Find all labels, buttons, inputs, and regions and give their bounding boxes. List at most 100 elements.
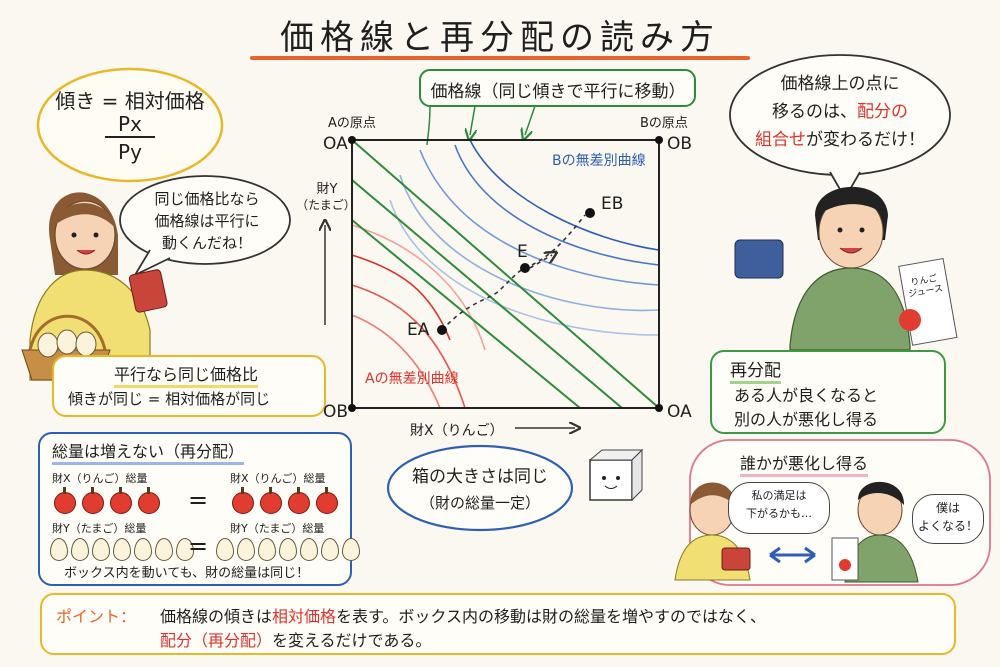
total-footer: ボックス内を動いても、財の総量は同じ！ [64,566,310,581]
a-curve-label: Aの無差別曲線 [365,371,459,387]
small-man-illustration [831,481,919,583]
point-eb [585,208,595,218]
egg-icon [300,538,318,561]
box-size-line2: （財の総量一定） [419,494,540,512]
equals-y: = [188,532,209,560]
price-lines [351,139,660,409]
egg-icon [113,538,131,561]
a-indifference-curves [352,224,486,408]
price-line-3 [351,219,581,409]
point-line1: 価格線の傾きは相対価格を表す。ボックス内の移動は財の総量を増やすのではなく、 [160,603,766,627]
boy-speech: 価格線上の点に 移るのは、配分の 組合せが変わるだけ！ [740,70,940,154]
egg-icon [71,538,89,561]
woman-speech: 私の満足は 下がるかも… [728,482,830,534]
b-curve-label: Bの無差別曲線 [552,153,646,169]
apple-icon [232,487,254,514]
eb-label: EB [601,194,624,214]
ea-label: EA [407,320,430,340]
redistribution-box: 再分配 ある人が良くなると 別の人が悪化し得る [710,350,946,434]
a-origin-label: Aの原点 [328,116,376,131]
man-speech-line2: よくなる！ [917,519,978,533]
box-size-cloud-shape [386,444,574,532]
x-total-label-left: 財X（りんご）総量 [52,472,148,485]
egg-icon [321,538,339,561]
girl-speech: 同じ価格比なら 価格線は平行に 動くんだね！ [132,188,282,254]
boy-speech-red2: 組合せ [755,130,806,150]
ob-top-label: OB [667,134,693,154]
point-line2: 配分（再分配）を変えるだけである。 [160,627,431,651]
point-label: ポイント： [56,607,137,626]
b-origin-label: Bの原点 [640,116,688,131]
e-label: E [517,242,528,262]
girl-speech-line2: 価格線は平行に [154,212,260,230]
title-underline [250,56,750,60]
girl-speech-line1: 同じ価格比なら [154,190,260,208]
girl-illustration [21,192,168,381]
price-line-1 [351,139,660,409]
boy-speech-line2: 移るのは、 [772,102,857,122]
egg-icon [134,538,152,561]
page-title: 価格線と再分配の読み方 [280,18,720,58]
egg-icon [279,538,297,561]
y-axis-label: 財Y [316,182,338,197]
y-axis-sublabel: （たまご） [296,198,356,212]
apple-icon [138,487,160,514]
price-line-2 [351,179,623,409]
box-size-line1: 箱の大きさは同じ [412,467,548,487]
eggs-left [50,538,194,561]
y-total-label-right: 財Y（たまご）総量 [230,522,325,535]
box-character [588,448,644,502]
man-speech: 僕は よくなる！ [912,494,984,544]
egg-icon [258,538,276,561]
b-indifference-curves [389,140,659,336]
apples-right [232,487,338,514]
egg-icon [237,538,255,561]
point-box: ポイント： 価格線の傾きは相対価格を表す。ボックス内の移動は財の総量を増やすので… [40,593,956,655]
fraction-denominator: Py [118,140,142,164]
point-text-3: を表す。ボックス内の移動は財の総量を増やすのではなく、 [336,607,766,626]
redistribution-line1: ある人が良くなると [734,386,879,405]
apple-icon [82,487,104,514]
someone-worse-heading: 誰かが悪化し得る [740,450,869,477]
equals-x: = [188,486,209,514]
boy-illustration [734,186,958,351]
ob-top-dot [655,136,663,144]
boy-speech-red1: 配分の [857,102,908,122]
apple-icon [316,487,338,514]
apple-icon [288,487,310,514]
point-text-1: 価格線の傾きは [160,607,273,626]
total-box: 総量は増えない（再分配） 財X（りんご）総量 財X（りんご）総量 = 財Y（たま… [38,432,360,586]
girl-bubble-shape [119,175,291,265]
apple-icon [54,487,76,514]
price-line-pointer-2 [470,105,475,135]
apple-icon [260,487,282,514]
eggs-right [216,538,360,561]
egg-icon [216,538,234,561]
apples-left [54,487,160,514]
woman-speech-line1: 私の満足は [751,489,807,502]
parallel-heading: 平行なら同じ価格比 [114,361,259,388]
small-woman-illustration [674,482,751,581]
point-text-5: を変えるだけである。 [272,631,432,650]
allocation-path [441,214,586,331]
fraction-numerator: Px [105,112,155,138]
oa-top-dot [348,136,356,144]
redistribution-heading: 再分配 [730,356,781,384]
woman-speech-line2: 下がるかも… [746,507,812,520]
man-speech-line1: 僕は [935,501,960,515]
total-heading: 総量は増えない（再分配） [52,438,245,465]
x-total-label-right: 財X（りんご）総量 [230,472,326,485]
price-line-label: 価格線（同じ傾きで平行に移動） [430,82,686,102]
oa-bottom-label: OA [667,402,692,422]
point-text-red2: 配分（再分配） [160,631,273,650]
parallel-box: 平行なら同じ価格比 傾きが同じ = 相対価格が同じ [52,355,326,417]
price-line-pointer-3 [525,105,536,135]
boy-speech-line1: 価格線上の点に [780,74,900,94]
parallel-text: 傾きが同じ = 相対価格が同じ [68,390,271,408]
girl-speech-line3: 動くんだね！ [161,234,252,252]
point-ea [437,325,447,335]
x-axis-label: 財X（りんご） [410,423,504,439]
redistribution-line2: 別の人が悪化し得る [734,410,879,429]
price-line-pointer-1 [426,105,431,146]
